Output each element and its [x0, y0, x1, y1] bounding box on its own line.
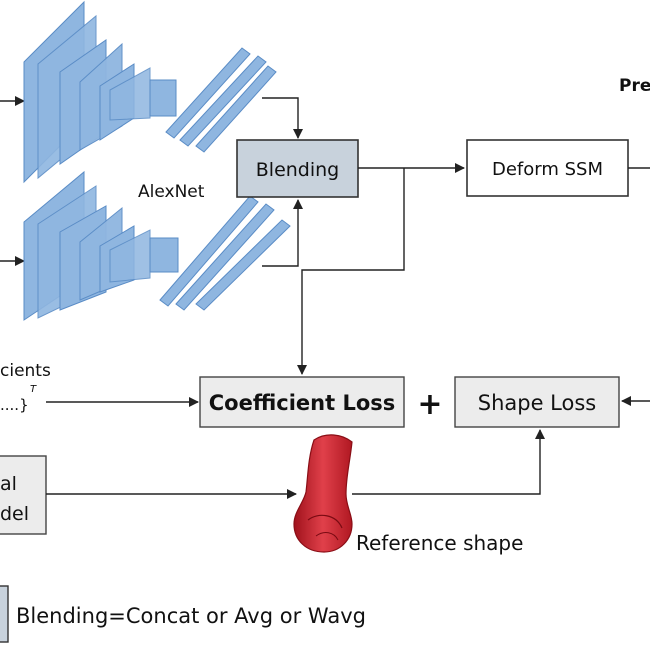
coefficients-label: cients [0, 361, 51, 381]
fc-layer-3 [195, 65, 277, 153]
legend-swatch [0, 585, 9, 643]
statistical-model-box [0, 455, 47, 535]
blending-to-coefficient-loss-arrow [297, 168, 405, 375]
statistical-model-line2: del [0, 503, 29, 525]
predicted-label: Pre [619, 76, 650, 96]
upper-to-blending-arrow [262, 97, 303, 139]
coefficients-formula: ....} [0, 396, 29, 414]
deform-ssm-label: Deform SSM [492, 159, 603, 180]
conv-layer-6 [109, 67, 151, 121]
shape-loss-label: Shape Loss [478, 391, 597, 415]
reference-to-shape-loss-arrow [352, 429, 545, 495]
coefficient-loss-label: Coefficient Loss [209, 391, 396, 415]
fc-layer-3b [195, 219, 291, 311]
blending-label: Blending [256, 159, 340, 181]
coefficient-loss-box [199, 376, 405, 428]
plus-sign: + [417, 387, 442, 422]
lower-to-blending-arrow [262, 199, 303, 267]
fc-layer-2 [179, 55, 267, 147]
cnn-upper [0, 0, 277, 184]
formula-superscript: T [30, 384, 37, 395]
reference-shape-label: Reference shape [356, 531, 523, 555]
deform-ssm-box [466, 139, 629, 197]
shape-loss-box [454, 376, 620, 428]
fc-layer-1 [165, 47, 251, 139]
conv-layer-7 [149, 79, 177, 117]
fc-layer-1b [159, 195, 259, 307]
cnn-lower [0, 170, 291, 321]
fc-layer-2b [175, 203, 275, 311]
cnn-to-blending-connectors [262, 97, 303, 267]
conv-layer-6b [109, 229, 151, 283]
reference-shape-icon [293, 434, 353, 553]
statistical-model-line1: al [0, 473, 17, 495]
conv-layer-7b [149, 237, 179, 273]
legend-text: Blending=Concat or Avg or Wavg [16, 604, 366, 628]
alexnet-label: AlexNet [138, 182, 205, 202]
